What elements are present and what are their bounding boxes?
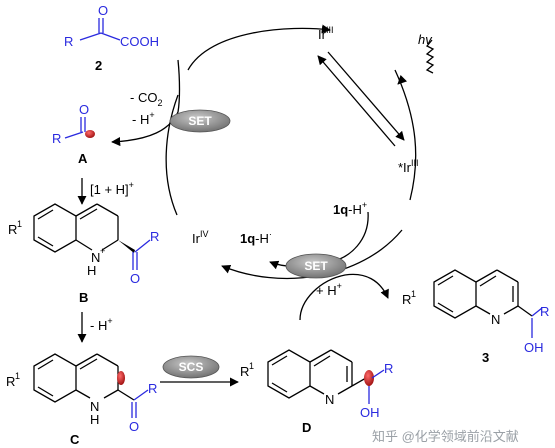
product-3-r: R xyxy=(540,304,549,319)
svg-text:+: + xyxy=(100,246,105,256)
svg-text:1: 1 xyxy=(15,371,20,381)
product-3-r1: R xyxy=(402,292,411,307)
cycle-labels: IrIII *IrIII IrIV hv - CO2 - H+ 1q-H+ 1q… xyxy=(90,25,433,333)
minus-co2-label: - CO2 xyxy=(130,90,162,108)
minus-h-step-label: - H+ xyxy=(90,316,113,333)
hv-label: hv xyxy=(418,32,433,47)
minus-h-label: - H+ xyxy=(132,110,155,127)
one-q-h-plus-label: 1q-H+ xyxy=(333,200,367,217)
svg-text:1: 1 xyxy=(17,219,22,229)
compound-b-r: R xyxy=(150,229,159,244)
compound-b-h: H xyxy=(87,263,96,278)
compound-2-r: R xyxy=(64,34,73,49)
compound-c-n: N xyxy=(90,399,99,414)
compound-2-oxo: O xyxy=(98,3,108,18)
one-plus-h-label: [1 + H]+ xyxy=(90,180,134,197)
compound-b-n: N xyxy=(91,250,100,265)
radical-dot-icon xyxy=(117,371,125,385)
svg-text:SET: SET xyxy=(188,114,212,128)
svg-text:SCS: SCS xyxy=(179,360,204,374)
compound-a-label: A xyxy=(78,151,88,166)
compound-d: R 1 N R OH D xyxy=(240,349,393,435)
compound-c-r1: R xyxy=(6,374,15,389)
compound-c-r: R xyxy=(148,381,157,396)
compound-2: O R COOH 2 xyxy=(64,3,159,73)
ir-iii-label: IrIII xyxy=(318,25,333,42)
product-3-oh: OH xyxy=(524,340,544,355)
svg-text:1: 1 xyxy=(411,289,416,299)
product-3: R 1 N R OH 3 xyxy=(402,269,549,365)
photoredox-cycle xyxy=(77,24,435,387)
compound-c-oxo: O xyxy=(129,419,139,434)
compound-b-r1: R xyxy=(8,222,17,237)
one-q-h-radical-label: 1q-H· xyxy=(240,229,272,246)
compound-a-oxo: O xyxy=(79,102,89,117)
compound-d-r1: R xyxy=(240,364,249,379)
set-pill-2: SET xyxy=(285,253,347,279)
compound-b: R 1 N + H R O B xyxy=(8,203,159,305)
scs-pill: SCS xyxy=(162,355,220,379)
compound-a-r: R xyxy=(52,131,61,146)
compound-a: O R A xyxy=(52,102,95,166)
ir-iv-label: IrIV xyxy=(192,229,208,246)
compound-d-label: D xyxy=(302,420,311,435)
radical-dot-icon xyxy=(364,370,374,386)
compound-c: R 1 N H R O C xyxy=(6,353,157,447)
compound-d-n: N xyxy=(325,392,334,407)
svg-text:SET: SET xyxy=(304,259,328,273)
watermark: 知乎 @化学领域前沿文献 xyxy=(372,429,519,444)
set-pill-1: SET xyxy=(169,109,231,133)
radical-dot-icon xyxy=(85,130,95,138)
compound-b-label: B xyxy=(79,290,88,305)
compound-2-label: 2 xyxy=(95,58,102,73)
product-3-n: N xyxy=(491,312,500,327)
ir-iii-excited-label: *IrIII xyxy=(398,158,419,175)
compound-c-h: H xyxy=(90,412,99,427)
compound-2-cooh: COOH xyxy=(120,34,159,49)
compound-d-r: R xyxy=(384,361,393,376)
plus-h-label: + H+ xyxy=(316,281,342,298)
product-3-label: 3 xyxy=(482,350,489,365)
compound-b-oxo: O xyxy=(130,271,140,286)
svg-text:1: 1 xyxy=(249,361,254,371)
compound-d-oh: OH xyxy=(360,405,380,420)
compound-c-label: C xyxy=(70,432,80,447)
